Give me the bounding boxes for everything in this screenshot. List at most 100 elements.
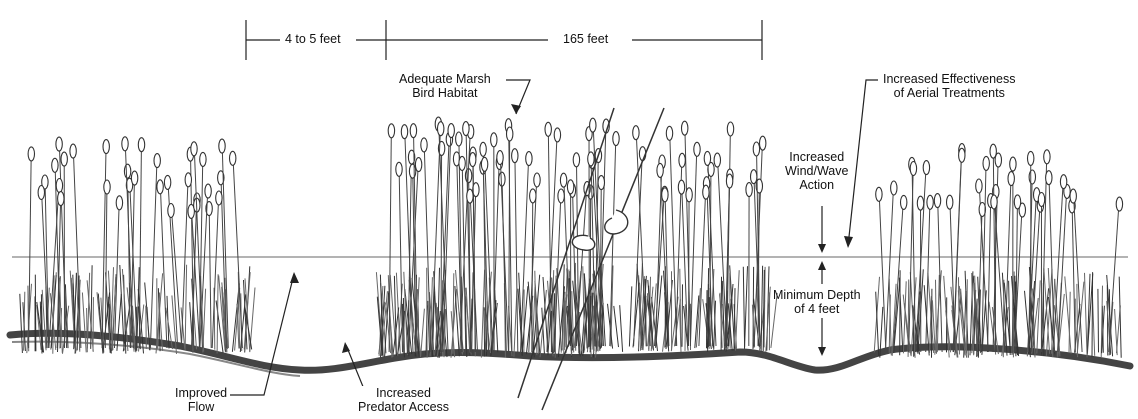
dimension-label-open-water: 165 feet	[560, 32, 611, 46]
callout-flow-line-2: Flow	[175, 400, 227, 414]
cattail-head	[200, 152, 206, 166]
cattail-stem	[150, 154, 157, 348]
cattail-head	[573, 153, 579, 167]
cattail-head	[760, 136, 766, 150]
cattail-head	[1070, 189, 1076, 203]
cattail-head	[491, 133, 497, 147]
cattail-head	[154, 154, 160, 168]
cattail-head	[1044, 150, 1050, 164]
cattail-head	[901, 195, 907, 209]
cattail-head	[116, 196, 122, 210]
cattail-stem	[879, 187, 886, 352]
cattail-stem	[160, 180, 167, 348]
callout-wind-line-2: Wind/Wave	[785, 164, 848, 178]
cattail-head	[396, 162, 402, 176]
cattail-head	[588, 152, 594, 166]
cattail-head	[216, 191, 222, 205]
cattail-head	[1038, 193, 1044, 207]
cattail-stand-center-right	[560, 118, 777, 352]
grass-blade	[185, 265, 187, 350]
cattail-head	[38, 186, 44, 200]
cattail-stem	[59, 137, 67, 348]
cattail-head	[678, 180, 684, 194]
cattail-stem	[1109, 197, 1120, 352]
cattail-head	[470, 153, 476, 167]
cattail-stem	[441, 141, 442, 352]
grass-blade	[707, 290, 708, 348]
cattail-head	[28, 147, 34, 161]
callout-flow: Improved Flow	[172, 386, 230, 414]
cattail-head	[876, 187, 882, 201]
grass-blade	[87, 308, 88, 352]
cattail-head	[746, 183, 752, 197]
cattail-stand-right	[874, 144, 1122, 358]
grass-blade	[734, 288, 735, 351]
cattail-head	[1028, 151, 1034, 165]
cattail-head	[459, 156, 465, 170]
cattail-stem	[690, 142, 697, 346]
cattail-head	[191, 142, 197, 156]
cattail-head	[927, 195, 933, 209]
cattail-head	[751, 170, 757, 184]
cattail-head	[917, 196, 923, 210]
cattail-head	[481, 157, 487, 171]
cattail-head	[463, 122, 469, 136]
cattail-head	[1010, 157, 1016, 171]
cattail-head	[1060, 175, 1066, 189]
cattail-head	[686, 188, 692, 202]
grass-blade	[1092, 272, 1093, 357]
cattail-head	[70, 144, 76, 158]
cattail-head	[694, 142, 700, 156]
cattail-head	[56, 137, 62, 151]
grass-blade	[117, 294, 121, 351]
cattail-head	[480, 142, 486, 156]
cattail-head	[52, 158, 58, 172]
cattail-stem	[502, 172, 506, 352]
cattail-head	[704, 151, 710, 165]
cattail-head	[219, 139, 225, 153]
callout-aerial-line-2: of Aerial Treatments	[883, 86, 1015, 100]
cattail-head	[421, 138, 427, 152]
callout-wind-line-3: Action	[785, 178, 848, 192]
grass-blade	[761, 266, 763, 352]
grass-blade	[682, 284, 683, 346]
cattail-head	[526, 152, 532, 166]
grass-blade	[753, 267, 754, 349]
cattail-head	[104, 180, 110, 194]
grass-blade	[217, 274, 218, 353]
grass-blade	[629, 286, 631, 346]
cattail-head	[131, 171, 137, 185]
cattail-head	[124, 164, 130, 178]
cattail-head	[633, 126, 639, 140]
callout-habitat-line-2: Bird Habitat	[399, 86, 491, 100]
cattail-head	[185, 173, 191, 187]
cattail-head	[666, 126, 672, 140]
grass-blade	[735, 270, 739, 350]
cattail-head	[657, 163, 663, 177]
cattail-head	[959, 148, 965, 162]
cattail-head	[558, 189, 564, 203]
grass-blade	[1098, 289, 1099, 353]
grass-blade	[1003, 280, 1004, 357]
cattail-head	[560, 173, 566, 187]
cattail-head	[976, 179, 982, 193]
cattail-head	[947, 195, 953, 209]
grass-blade	[967, 279, 968, 353]
cattail-head	[679, 153, 685, 167]
cattail-head	[598, 176, 604, 190]
cattail-stem	[689, 188, 690, 346]
cattail-stem	[1016, 195, 1018, 352]
grass-blade	[1037, 280, 1040, 353]
callout-predator-line-2: Predator Access	[358, 400, 449, 414]
callout-aerial-line-1: Increased Effectiveness	[883, 72, 1015, 86]
cattail-stem	[168, 175, 178, 348]
grass-blade	[620, 305, 623, 352]
cattail-stand-left	[20, 137, 255, 354]
cattail-head	[61, 152, 67, 166]
cattail-head	[554, 128, 560, 142]
grass-blade	[743, 267, 744, 347]
cattail-head	[530, 189, 536, 203]
grass-blade	[514, 290, 517, 356]
callout-depth-line-2: of 4 feet	[773, 302, 861, 316]
